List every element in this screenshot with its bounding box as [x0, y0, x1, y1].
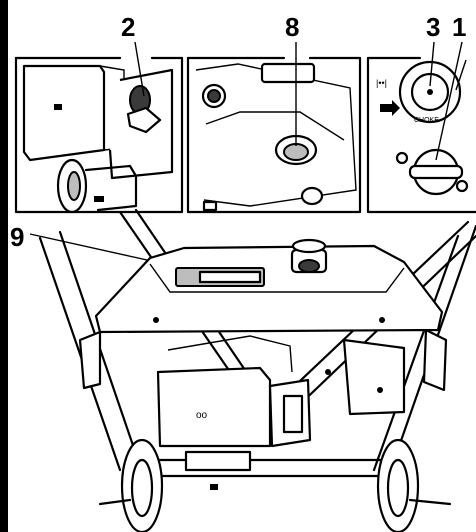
inset-left	[14, 56, 184, 214]
arrow-right-icon	[380, 100, 400, 116]
callout-1: 1	[452, 12, 467, 42]
callout-9: 9	[10, 222, 25, 252]
choke-mark: |••|	[376, 78, 387, 88]
page-margin-rule	[0, 0, 8, 532]
generator-body: oo	[38, 208, 476, 532]
callout-2: 2	[121, 12, 136, 42]
callout-3: 3	[426, 12, 441, 42]
choke-knob-text: CHOKE	[414, 117, 439, 124]
inset-center	[186, 56, 362, 214]
callout-8: 8	[285, 12, 300, 42]
svg-text:oo: oo	[196, 410, 208, 421]
inset-right: |••| CHOKE	[366, 56, 476, 214]
